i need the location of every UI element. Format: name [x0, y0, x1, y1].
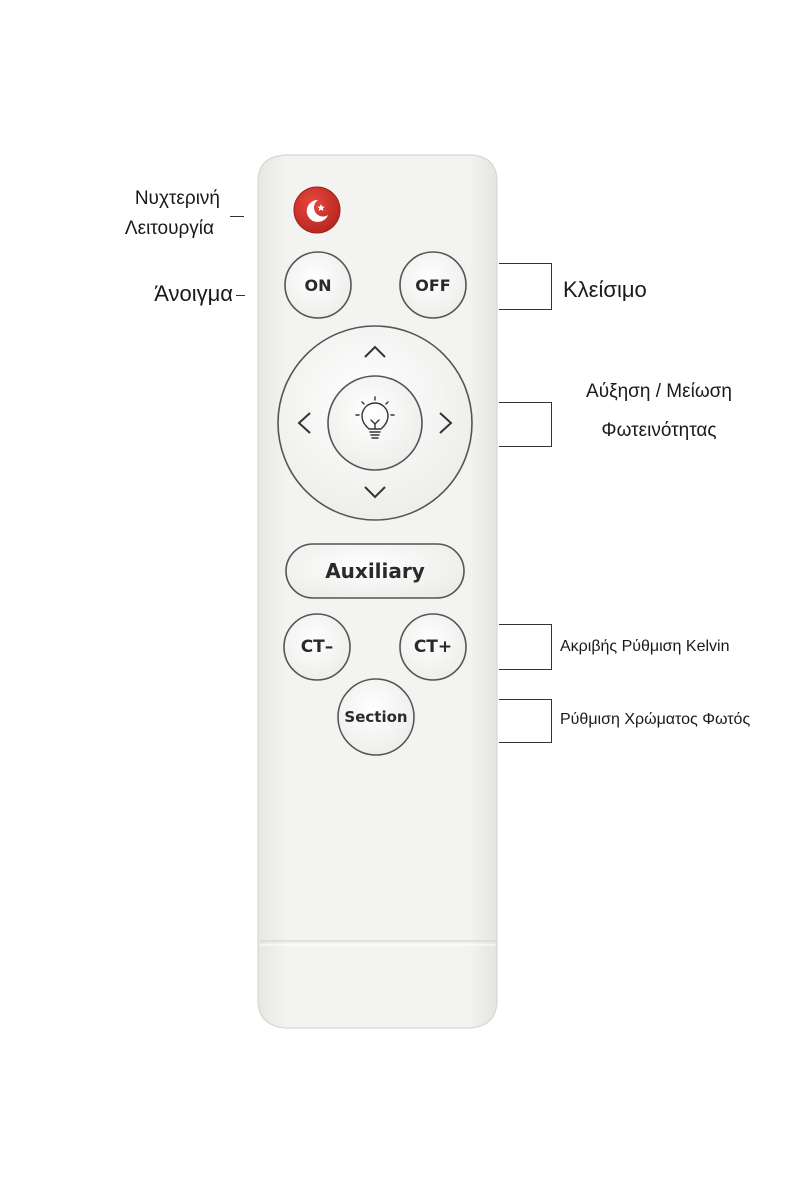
chevron-left-icon: [297, 412, 311, 434]
right-button[interactable]: [428, 398, 468, 448]
ct-plus-button-shape: [399, 613, 467, 681]
power-on-leader: [236, 295, 245, 296]
night-mode-label-line1: Νυχτερινή: [134, 188, 220, 209]
lightbulb-icon: [355, 396, 395, 439]
moon-star-icon: [306, 199, 328, 222]
left-button[interactable]: [282, 398, 322, 448]
brightness-bracket: [499, 402, 552, 447]
off-button[interactable]: [400, 252, 466, 318]
chevron-up-icon: [364, 345, 386, 358]
ct-minus-button[interactable]: [284, 614, 350, 680]
dial-center-button: [327, 375, 423, 471]
chevron-down-icon: [364, 486, 386, 499]
brightness-down-button[interactable]: [350, 473, 400, 513]
auxiliary-button[interactable]: [286, 544, 464, 598]
brightness-up-button[interactable]: [350, 333, 400, 373]
power-on-label: Άνοιγμα: [154, 281, 233, 306]
power-off-bracket: [499, 263, 552, 310]
night-mode-leader: [230, 216, 244, 217]
off-button-shape: [399, 251, 467, 319]
brightness-label-line1: Αύξηση / Μείωση: [586, 381, 732, 402]
light-toggle-button[interactable]: [328, 376, 422, 470]
kelvin-bracket: [499, 624, 552, 670]
auxiliary-button-shape: [285, 543, 465, 599]
light-color-bracket: [499, 699, 552, 743]
brightness-label-line2: Φωτεινότητας: [601, 420, 717, 441]
section-button-shape: [337, 678, 415, 756]
on-button-shape: [284, 251, 352, 319]
chevron-right-icon: [439, 412, 453, 434]
night-button-shape: [293, 186, 341, 234]
ct-plus-button[interactable]: [400, 614, 466, 680]
power-off-label: Κλείσιμο: [563, 277, 647, 302]
on-button[interactable]: [285, 252, 351, 318]
kelvin-label: Ακριβής Ρύθμιση Kelvin: [560, 638, 730, 655]
night-mode-button[interactable]: [294, 187, 340, 233]
night-mode-label-line2: Λειτουργία: [124, 218, 214, 239]
light-color-label: Ρύθμιση Χρώματος Φωτός: [560, 711, 751, 728]
section-button[interactable]: [338, 679, 414, 755]
ct-minus-button-shape: [283, 613, 351, 681]
